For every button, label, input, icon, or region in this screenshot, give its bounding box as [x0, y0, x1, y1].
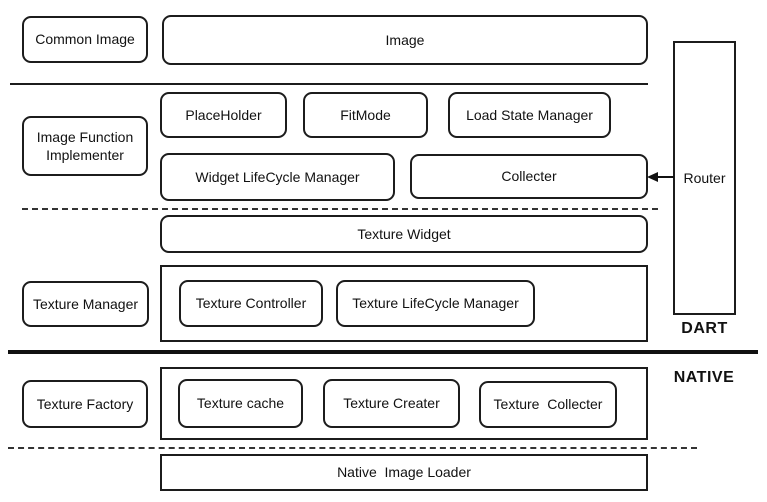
- box-load-state-manager: Load State Manager: [448, 92, 611, 138]
- box-texture-manager: Texture Manager: [22, 281, 149, 327]
- box-fitmode: FitMode: [303, 92, 428, 138]
- box-texture-widget: Texture Widget: [160, 215, 648, 253]
- router-to-collecter-arrow: [647, 172, 674, 182]
- box-placeholder: PlaceHolder: [160, 92, 287, 138]
- box-texture-factory: Texture Factory: [22, 380, 148, 428]
- box-image: Image: [162, 15, 648, 65]
- divider-dart-native: [8, 350, 758, 354]
- layer-label-native: NATIVE: [673, 369, 735, 386]
- box-widget-lifecycle-manager: Widget LifeCycle Manager: [160, 153, 395, 201]
- box-texture-controller: Texture Controller: [179, 280, 323, 327]
- box-router: Router: [673, 41, 736, 315]
- box-texture-cache: Texture cache: [178, 379, 303, 428]
- box-common-image: Common Image: [22, 16, 148, 63]
- divider-dashed-native-loader: [8, 447, 697, 449]
- divider-dashed-widgets-textures: [22, 208, 658, 210]
- box-image-function-implementer: Image Function Implementer: [22, 116, 148, 176]
- box-collecter: Collecter: [410, 154, 648, 199]
- divider-row1: [10, 83, 648, 85]
- box-texture-creater: Texture Creater: [323, 379, 460, 428]
- box-texture-lifecycle-manager: Texture LifeCycle Manager: [336, 280, 535, 327]
- box-native-image-loader: Native Image Loader: [160, 454, 648, 491]
- layer-label-dart: DART: [681, 320, 728, 337]
- box-texture-collecter: Texture Collecter: [479, 381, 617, 428]
